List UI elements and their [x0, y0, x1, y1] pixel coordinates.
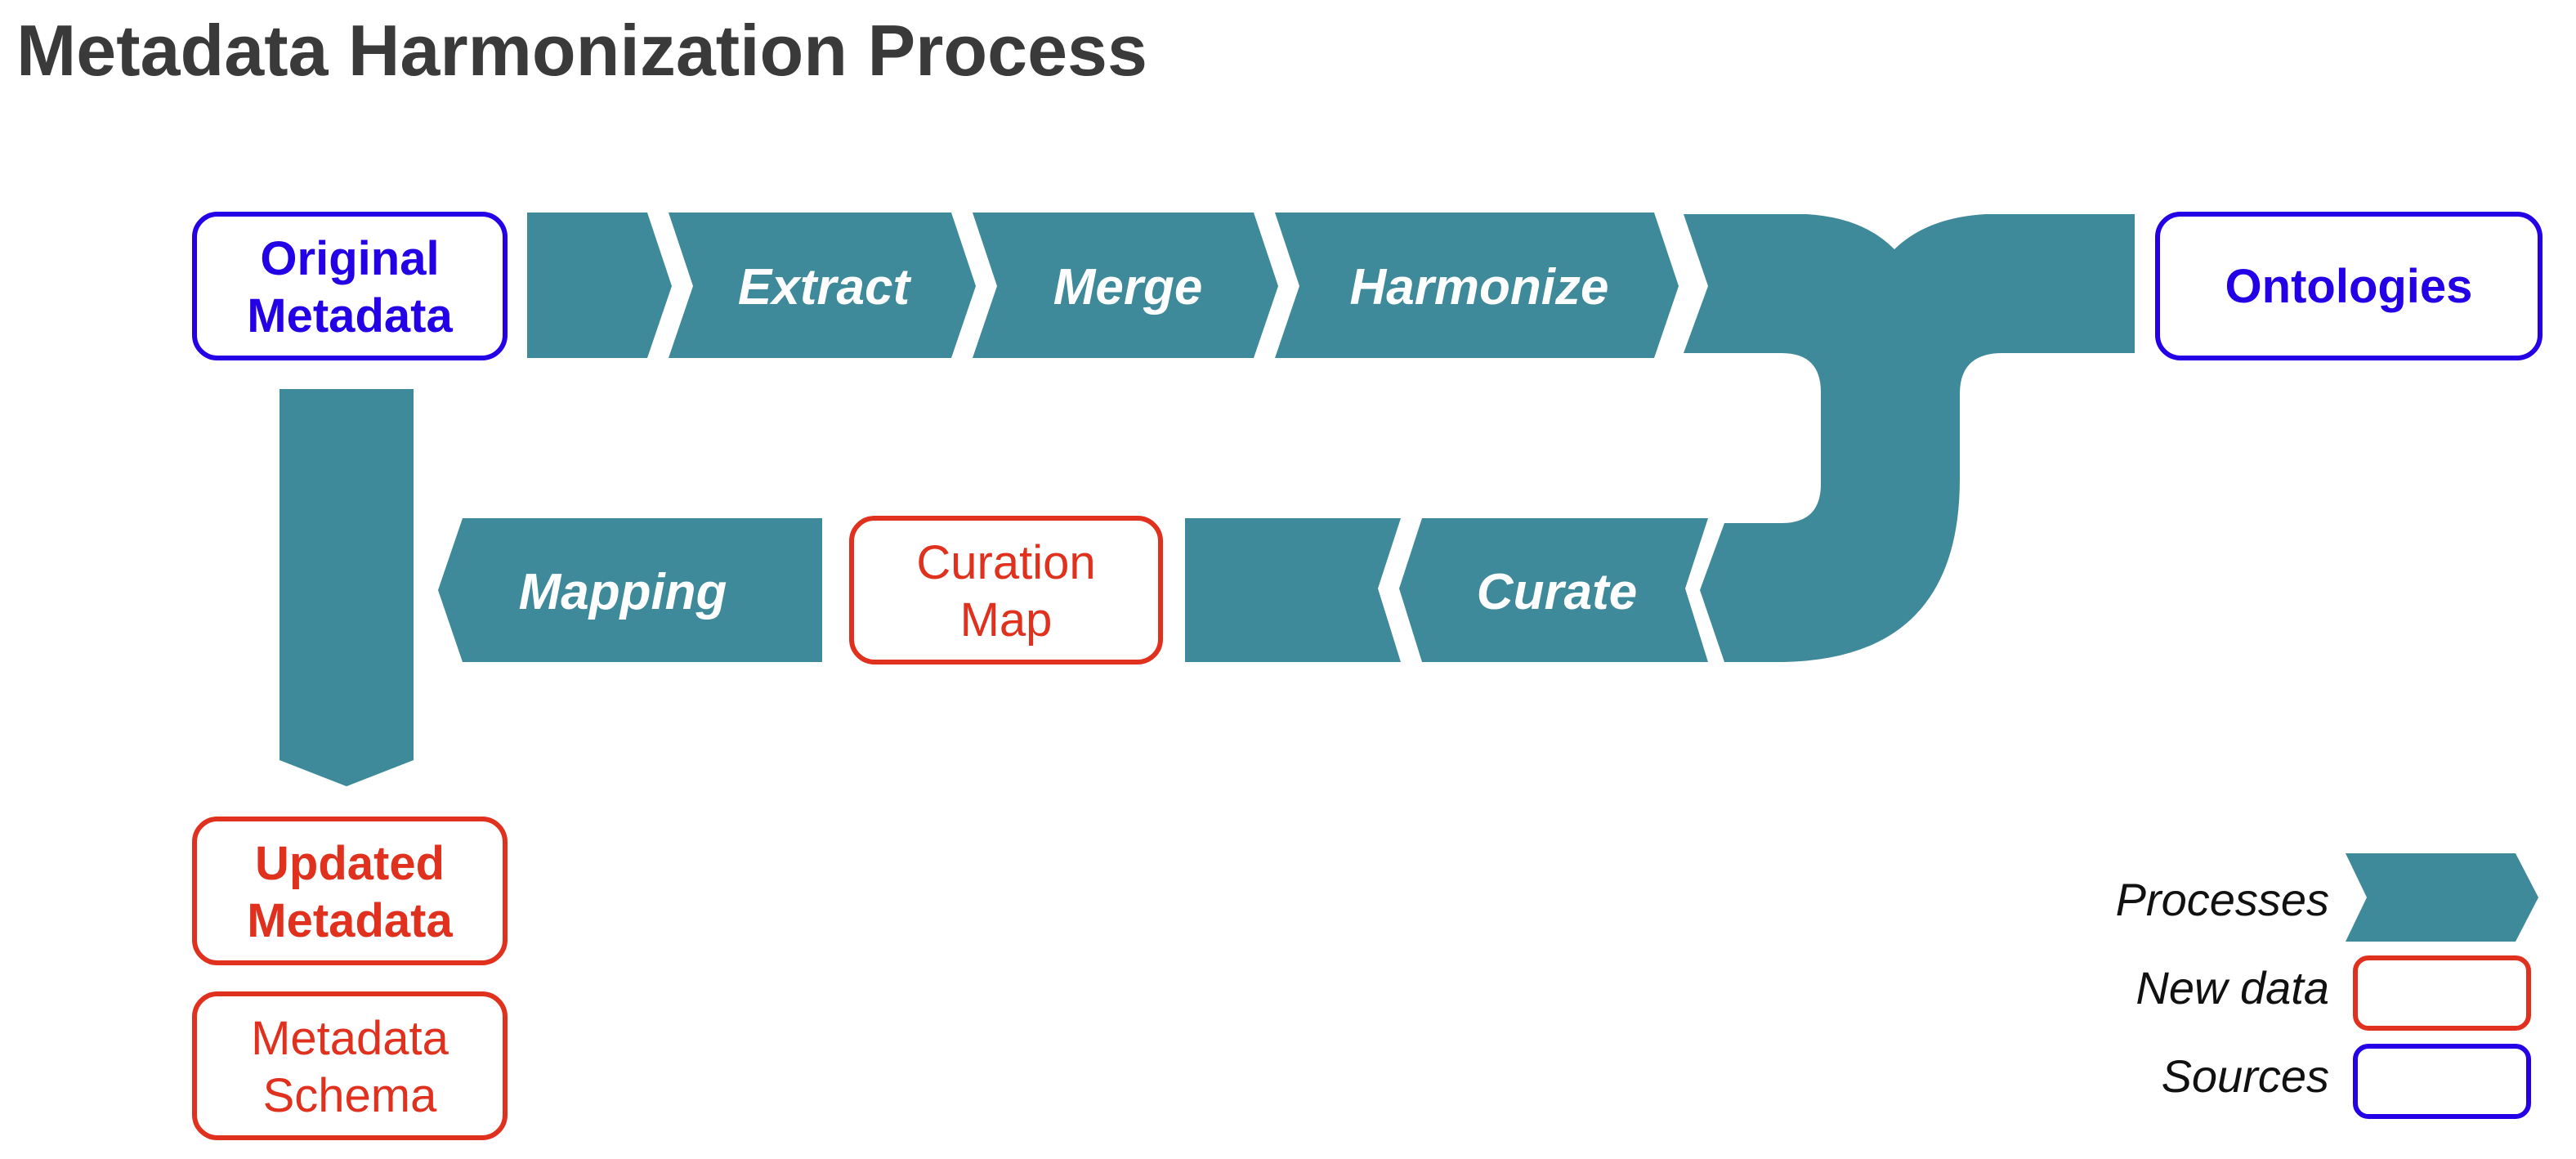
page-title: Metadata Harmonization Process	[16, 10, 1147, 91]
legend-sources-label: Sources	[2162, 1050, 2329, 1102]
box-curation-map-line2: Map	[960, 593, 1053, 647]
process-start-arrow	[527, 213, 672, 358]
process-down-arrow	[280, 389, 414, 786]
box-curation-map-line1: Curation	[916, 536, 1095, 589]
legend-processes-label: Processes	[2116, 874, 2329, 925]
process-merge-pipe	[1684, 214, 2135, 662]
legend: Processes New data Sources	[2116, 853, 2538, 1119]
box-original-metadata-line1: Original	[260, 232, 439, 285]
process-merge-arrow	[973, 213, 1278, 358]
legend-new-data-label: New data	[2135, 962, 2329, 1014]
process-extract-arrow	[669, 213, 976, 358]
box-ontologies: Ontologies	[2155, 212, 2542, 360]
process-return-arrow	[1185, 518, 1401, 662]
box-ontologies-line1: Ontologies	[2225, 260, 2473, 313]
box-updated-metadata-line1: Updated	[255, 837, 445, 890]
legend-processes-swatch	[2346, 853, 2538, 942]
process-harmonize-arrow	[1275, 213, 1679, 358]
legend-new-data-swatch	[2353, 955, 2531, 1031]
process-row-top	[527, 213, 1679, 358]
legend-sources-swatch	[2353, 1044, 2531, 1119]
process-harmonize-label: Harmonize	[1350, 259, 1609, 315]
box-metadata-schema-line2: Schema	[263, 1069, 438, 1122]
box-metadata-schema-line1: Metadata	[251, 1012, 449, 1065]
process-extract-label: Extract	[738, 259, 912, 315]
process-row-bottom	[438, 518, 1708, 662]
process-merge-label: Merge	[1053, 259, 1203, 315]
box-original-metadata-line2: Metadata	[247, 289, 453, 342]
process-curate-arrow	[1399, 518, 1708, 662]
box-original-metadata: Original Metadata	[192, 212, 508, 360]
box-metadata-schema: Metadata Schema	[192, 991, 508, 1140]
process-mapping-label: Mapping	[519, 564, 727, 620]
box-curation-map: Curation Map	[849, 516, 1163, 665]
box-updated-metadata: Updated Metadata	[192, 817, 508, 965]
box-updated-metadata-line2: Metadata	[247, 894, 453, 947]
process-mapping-arrow	[438, 518, 822, 662]
process-curate-label: Curate	[1477, 564, 1637, 620]
